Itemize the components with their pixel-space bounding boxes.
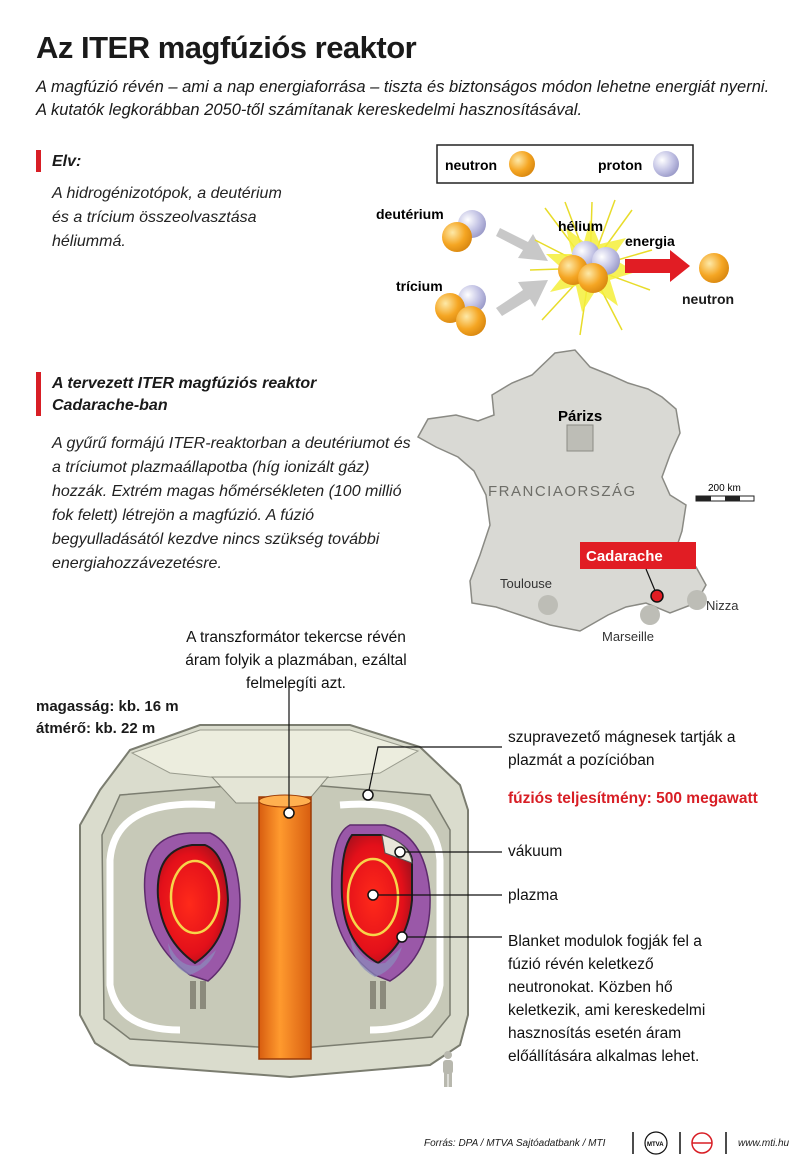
paris-marker (566, 424, 594, 452)
neutron-out-svg (699, 253, 729, 283)
france-map: Párizs FRANCIAORSZÁG 200 km Toulouse Mar… (416, 349, 755, 644)
tritium-neutron-2 (456, 306, 486, 336)
marseille-marker (640, 605, 660, 625)
planned-text: A gyűrű formájú ITER-reaktorban a deutér… (52, 435, 411, 572)
marseille-label: Marseille (602, 629, 654, 644)
divertor-leg-right (370, 981, 376, 1009)
principle-heading: Elv: (52, 153, 82, 170)
principle-text: A hidrogénizotópok, a deutérium és a trí… (52, 185, 282, 250)
country-label: FRANCIAORSZÁG (488, 483, 637, 500)
vacuum-label: vákuum (508, 843, 563, 860)
section-marker (36, 150, 41, 172)
human-scale-icon (443, 1051, 453, 1087)
cadarache-label: Cadarache (586, 548, 663, 565)
legend-proton-label: proton (598, 157, 642, 173)
emitted-neutron (699, 253, 729, 283)
callout-vacuum (394, 846, 406, 858)
power-label: fúziós teljesítmény: 500 megawatt (508, 790, 758, 807)
callout-blanket (396, 931, 408, 943)
reactor-cutaway (79, 685, 502, 1087)
toulouse-marker (538, 595, 558, 615)
footer-source: Forrás: DPA / MTVA Sajtóadatbank / MTI (424, 1138, 606, 1149)
planned-heading-1: A tervezett ITER magfúziós reaktor (52, 375, 317, 392)
plasma-core-left (169, 859, 221, 935)
deuterium-neutron (442, 222, 472, 252)
legend-proton-marker (653, 151, 679, 177)
tritium-proton (458, 285, 486, 313)
mtva-logo (644, 1131, 668, 1155)
callout-magnets (362, 789, 374, 801)
page-subtitle: A magfúzió révén – ami a nap energiaforr… (36, 78, 770, 119)
arrow-deuterium (496, 228, 548, 261)
tritium-label: trícium (396, 278, 443, 294)
energy-label: energia (625, 233, 675, 249)
fusion-diagram: neutron proton deutérium trícium hélium … (376, 144, 694, 336)
cadarache-badge (580, 542, 696, 569)
paris-label: Párizs (558, 408, 602, 425)
magnet-coil-right (339, 800, 444, 1034)
diameter-label: átmérő: kb. 22 m (36, 720, 156, 737)
page-title: Az ITER magfúziós reaktor (36, 30, 417, 65)
legend-neutron-marker (509, 151, 535, 177)
deuterium-label: deutérium (376, 206, 444, 222)
plasma-label: plazma (508, 887, 558, 904)
divertor-leg-left (190, 981, 196, 1009)
helium-label: hélium (558, 218, 603, 234)
footer-logos: MTVA (632, 1131, 727, 1155)
callout-plasma (367, 889, 379, 901)
arrow-tritium (496, 280, 548, 316)
toulouse-label: Toulouse (500, 576, 552, 591)
energy-arrow (625, 250, 690, 282)
transformer-note: A transzformátor tekercse révén áram fol… (185, 629, 407, 692)
nizza-marker (687, 590, 707, 610)
nizza-label: Nizza (706, 598, 739, 613)
legend-box (436, 144, 694, 184)
mtva-logo-text: MTVA (647, 1142, 664, 1148)
neutron-out-label: neutron (682, 291, 735, 307)
planned-heading-2: Cadarache-ban (52, 397, 168, 414)
height-label: magasság: kb. 16 m (36, 698, 179, 715)
footer-website: www.mti.hu (738, 1138, 790, 1149)
section-marker-2 (36, 372, 41, 416)
scale-label: 200 km (708, 483, 741, 494)
blanket-note: Blanket modulok fogják fel a fúzió révén… (508, 933, 706, 1065)
magnet-coil-left (106, 800, 216, 1034)
legend-neutron-label: neutron (445, 157, 497, 173)
helium-neutron-2 (578, 263, 608, 293)
reactor-top (130, 729, 420, 781)
callout-transformer (283, 807, 295, 819)
central-solenoid (258, 796, 312, 1060)
magnets-note: szupravezető mágnesek tartják a plazmát … (508, 729, 736, 769)
cadarache-marker (650, 589, 664, 603)
plasma-core-right (346, 857, 400, 937)
